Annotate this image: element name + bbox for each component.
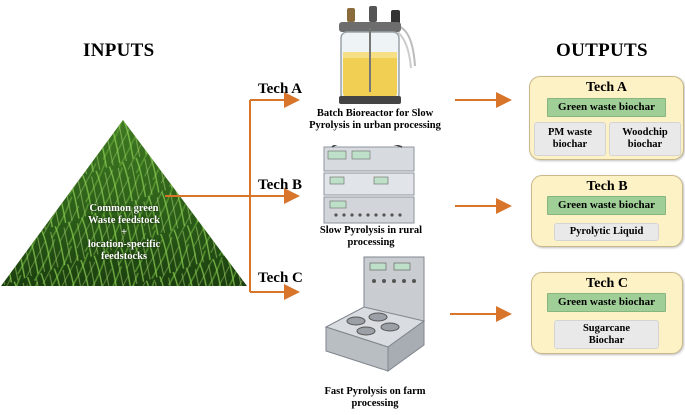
tech-c-output-title: Tech C: [586, 276, 628, 291]
tech-a-secondary-output-1: PM waste biochar: [534, 122, 606, 156]
input-description: Common green Waste feedstock + location-…: [68, 203, 180, 263]
tech-b-secondary-output-1: Pyrolytic Liquid: [554, 223, 659, 241]
tech-b-primary-output: Green waste biochar: [547, 196, 666, 215]
tech-b-caption-line-2: processing: [347, 237, 395, 248]
tech-a-secondary-1-line-1: PM waste: [547, 127, 593, 138]
tech-a-primary-output: Green waste biochar: [547, 98, 666, 117]
tech-a-caption-line-2: Pyrolysis in urban processing: [309, 120, 441, 131]
tech-c-secondary-1-line-1: Sugarcane: [582, 322, 631, 334]
tech-a-label: Tech A: [258, 81, 303, 97]
tech-b-label: Tech B: [258, 177, 303, 193]
tech-a-secondary-output-2: Woodchip biochar: [609, 122, 681, 156]
inputs-heading: INPUTS: [83, 40, 155, 61]
tech-a-secondary-2-line-1: Woodchip: [622, 127, 668, 138]
input-line-2: Waste feedstock: [87, 215, 161, 226]
tech-a-output-panel: Tech A Green waste biochar PM waste bioc…: [529, 76, 684, 160]
tech-c-caption: Fast Pyrolysis on farm processing: [300, 386, 450, 410]
tech-c-secondary-1-line-2: Biochar: [588, 334, 625, 346]
tech-a-secondary-1-line-2: biochar: [552, 139, 588, 150]
batch-bioreactor-image: [339, 6, 416, 104]
tech-a-secondary-2-line-2: biochar: [627, 139, 663, 150]
input-line-3: +: [121, 227, 127, 238]
tech-b-caption-line-1: Slow Pyrolysis in rural: [319, 225, 423, 236]
tech-a-caption-line-1: Batch Bioreactor for Slow: [316, 108, 434, 119]
input-line-5: feedstocks: [100, 251, 148, 262]
input-line-4: location-specific: [87, 239, 161, 250]
outputs-heading: OUTPUTS: [556, 40, 648, 61]
tech-b-secondary-1-line-1: Pyrolytic Liquid: [569, 226, 644, 237]
slow-pyrolysis-unit-image: [323, 145, 415, 224]
tech-c-label: Tech C: [258, 270, 303, 286]
fast-pyrolysis-station-image: [324, 256, 426, 372]
tech-c-output-panel: Tech C Green waste biochar Sugarcane Bio…: [531, 272, 683, 354]
tech-c-caption-line-2: processing: [351, 398, 399, 409]
input-line-1: Common green: [89, 203, 159, 214]
tech-b-caption: Slow Pyrolysis in rural processing: [296, 225, 446, 249]
tech-c-primary-output: Green waste biochar: [547, 293, 666, 312]
tech-b-output-panel: Tech B Green waste biochar Pyrolytic Liq…: [531, 175, 683, 247]
tech-a-caption: Batch Bioreactor for Slow Pyrolysis in u…: [292, 108, 458, 132]
tech-a-output-title: Tech A: [585, 80, 628, 95]
tech-c-secondary-output-1: Sugarcane Biochar: [554, 320, 659, 349]
tech-b-output-title: Tech B: [586, 179, 628, 194]
feedstock-pyramid-image: [1, 120, 247, 286]
tech-c-caption-line-1: Fast Pyrolysis on farm: [324, 386, 426, 397]
